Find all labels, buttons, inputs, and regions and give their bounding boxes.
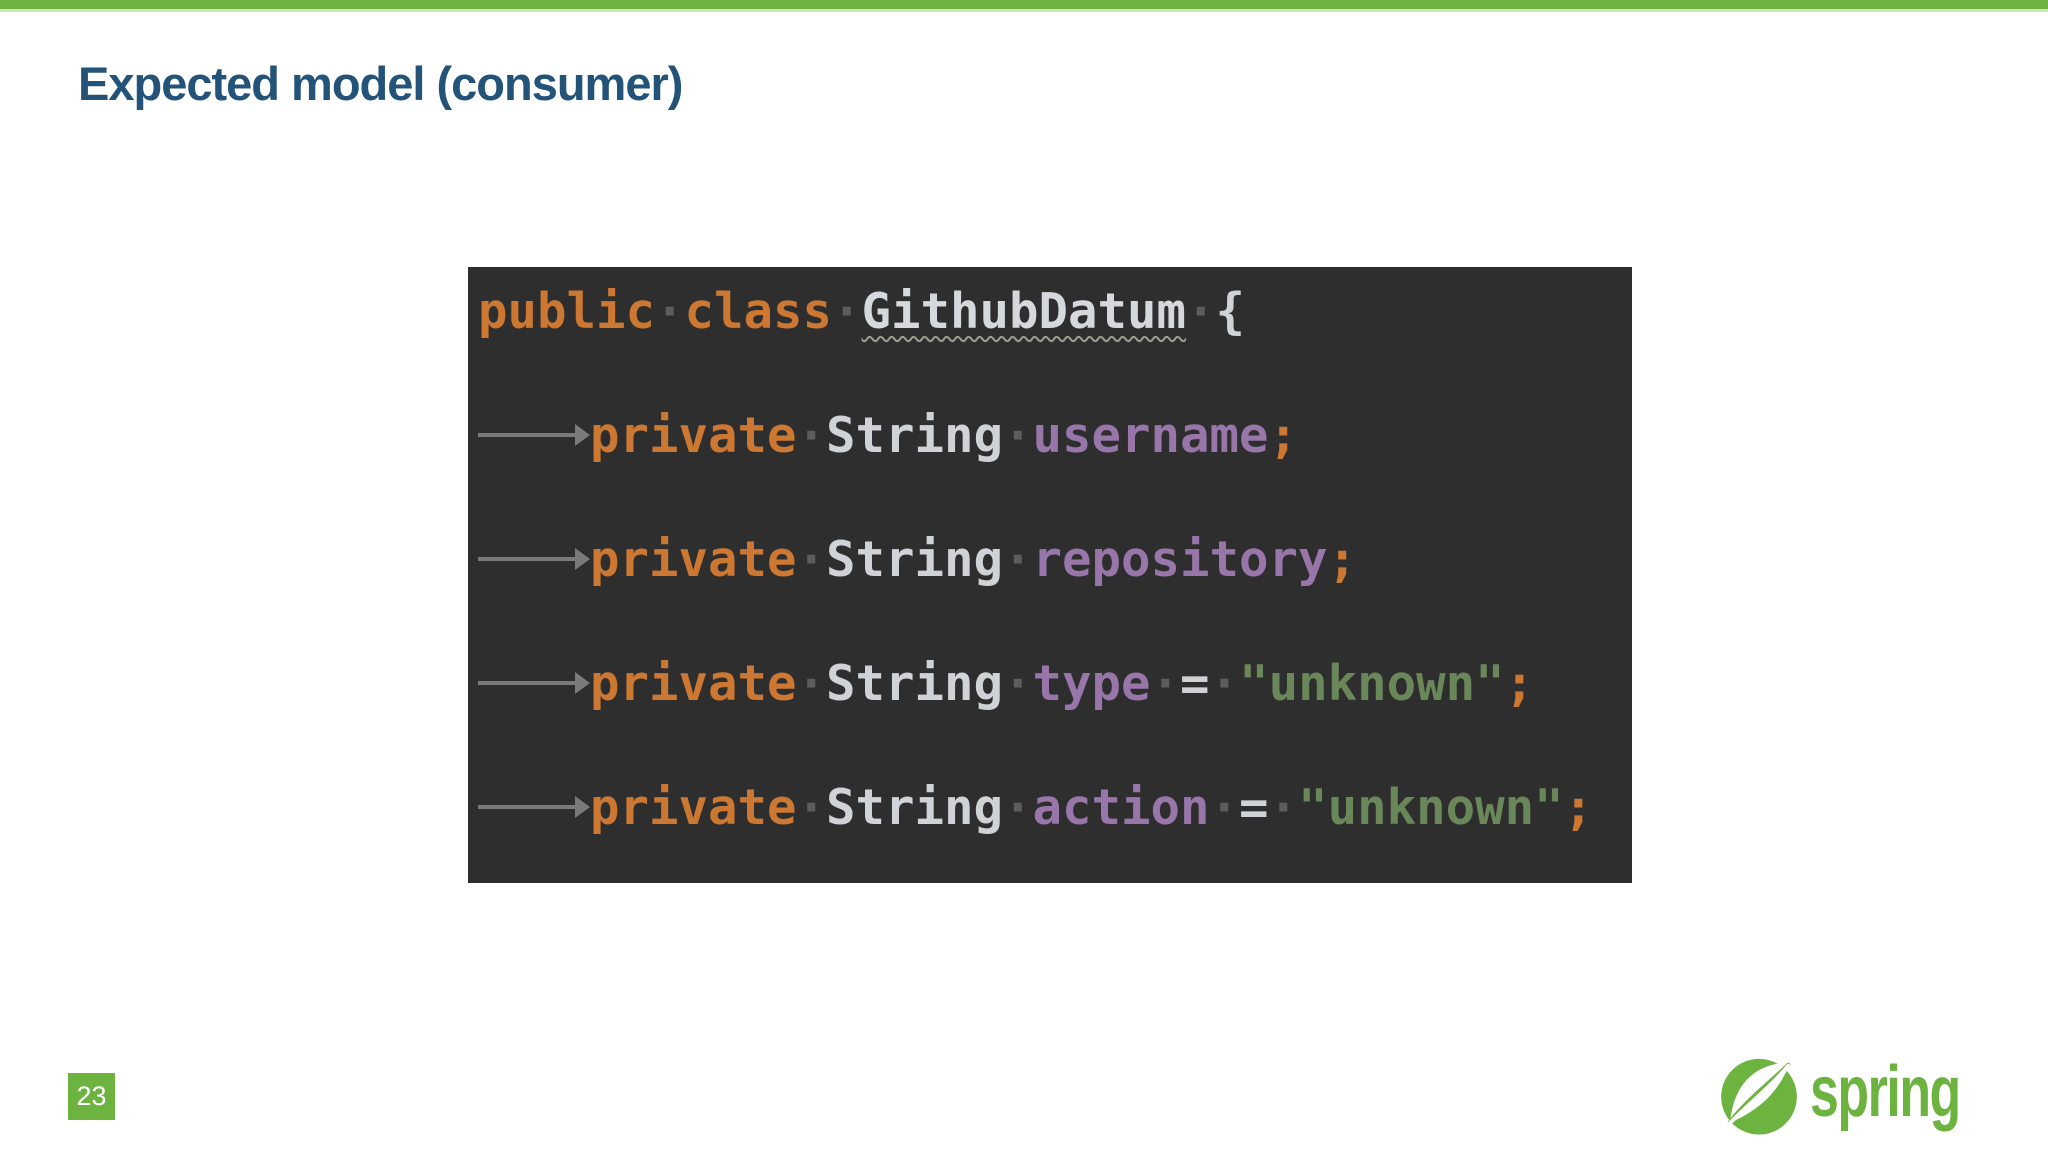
code-token: GithubDatum	[861, 282, 1187, 340]
whitespace-dot-icon: ·	[796, 530, 827, 588]
code-token: private	[590, 778, 797, 836]
code-token: repository	[1032, 530, 1328, 588]
code-token: String	[826, 406, 1004, 464]
code-token: private	[590, 654, 797, 712]
whitespace-dot-icon: ·	[1209, 778, 1240, 836]
tab-arrow-icon	[478, 497, 590, 621]
code-token: public	[478, 282, 656, 340]
code-line: private·String·repository;	[478, 497, 1632, 621]
code-token: private	[590, 406, 797, 464]
whitespace-dot-icon: ·	[832, 282, 862, 340]
code-token: {	[1215, 282, 1246, 340]
whitespace-dot-icon: ·	[1003, 406, 1033, 464]
whitespace-dot-icon: ·	[1003, 654, 1033, 712]
code-token: ;	[1268, 406, 1299, 464]
tab-arrow-icon	[478, 745, 590, 869]
code-line: private·String·action·=·"unknown";	[478, 745, 1632, 869]
spring-wordmark: spring	[1810, 1052, 1961, 1132]
top-accent-bar	[0, 0, 2048, 9]
top-accent-bar-underline	[0, 9, 2048, 12]
code-token: String	[826, 654, 1004, 712]
page-number-badge: 23	[68, 1073, 115, 1120]
spring-logo: spring	[1716, 1052, 2018, 1138]
code-line: private·String·username;	[478, 373, 1632, 497]
code-token: username	[1032, 406, 1269, 464]
page-number: 23	[76, 1081, 107, 1111]
code-token: =	[1180, 654, 1210, 712]
code-token: "unknown"	[1298, 778, 1564, 836]
code-token: private	[590, 530, 797, 588]
code-line: public·class·GithubDatum·{	[478, 267, 1632, 373]
whitespace-dot-icon: ·	[1150, 654, 1181, 712]
whitespace-dot-icon: ·	[1268, 778, 1299, 836]
whitespace-dot-icon: ·	[796, 654, 827, 712]
code-editor-screenshot: public·class·GithubDatum·{private·String…	[468, 267, 1632, 883]
whitespace-dot-icon: ·	[796, 406, 827, 464]
page-title: Expected model (consumer)	[78, 57, 683, 110]
whitespace-dot-icon: ·	[1209, 654, 1240, 712]
code-line: private·String·type·=·"unknown";	[478, 621, 1632, 745]
code-token: type	[1032, 654, 1151, 712]
code-token: class	[684, 282, 833, 340]
whitespace-dot-icon: ·	[1003, 778, 1033, 836]
code-token: ;	[1504, 654, 1535, 712]
code-token: =	[1239, 778, 1269, 836]
code-token: String	[826, 778, 1004, 836]
code-token: ;	[1327, 530, 1358, 588]
whitespace-dot-icon: ·	[1186, 282, 1216, 340]
code-token: action	[1032, 778, 1210, 836]
tab-arrow-icon	[478, 373, 590, 497]
code-lines: public·class·GithubDatum·{private·String…	[478, 267, 1632, 869]
whitespace-dot-icon: ·	[655, 282, 685, 340]
spring-leaf-icon	[1721, 1058, 1797, 1135]
whitespace-dot-icon: ·	[796, 778, 827, 836]
code-token: String	[826, 530, 1004, 588]
code-token: "unknown"	[1239, 654, 1505, 712]
whitespace-dot-icon: ·	[1003, 530, 1033, 588]
code-token: ;	[1563, 778, 1594, 836]
tab-arrow-icon	[478, 621, 590, 745]
